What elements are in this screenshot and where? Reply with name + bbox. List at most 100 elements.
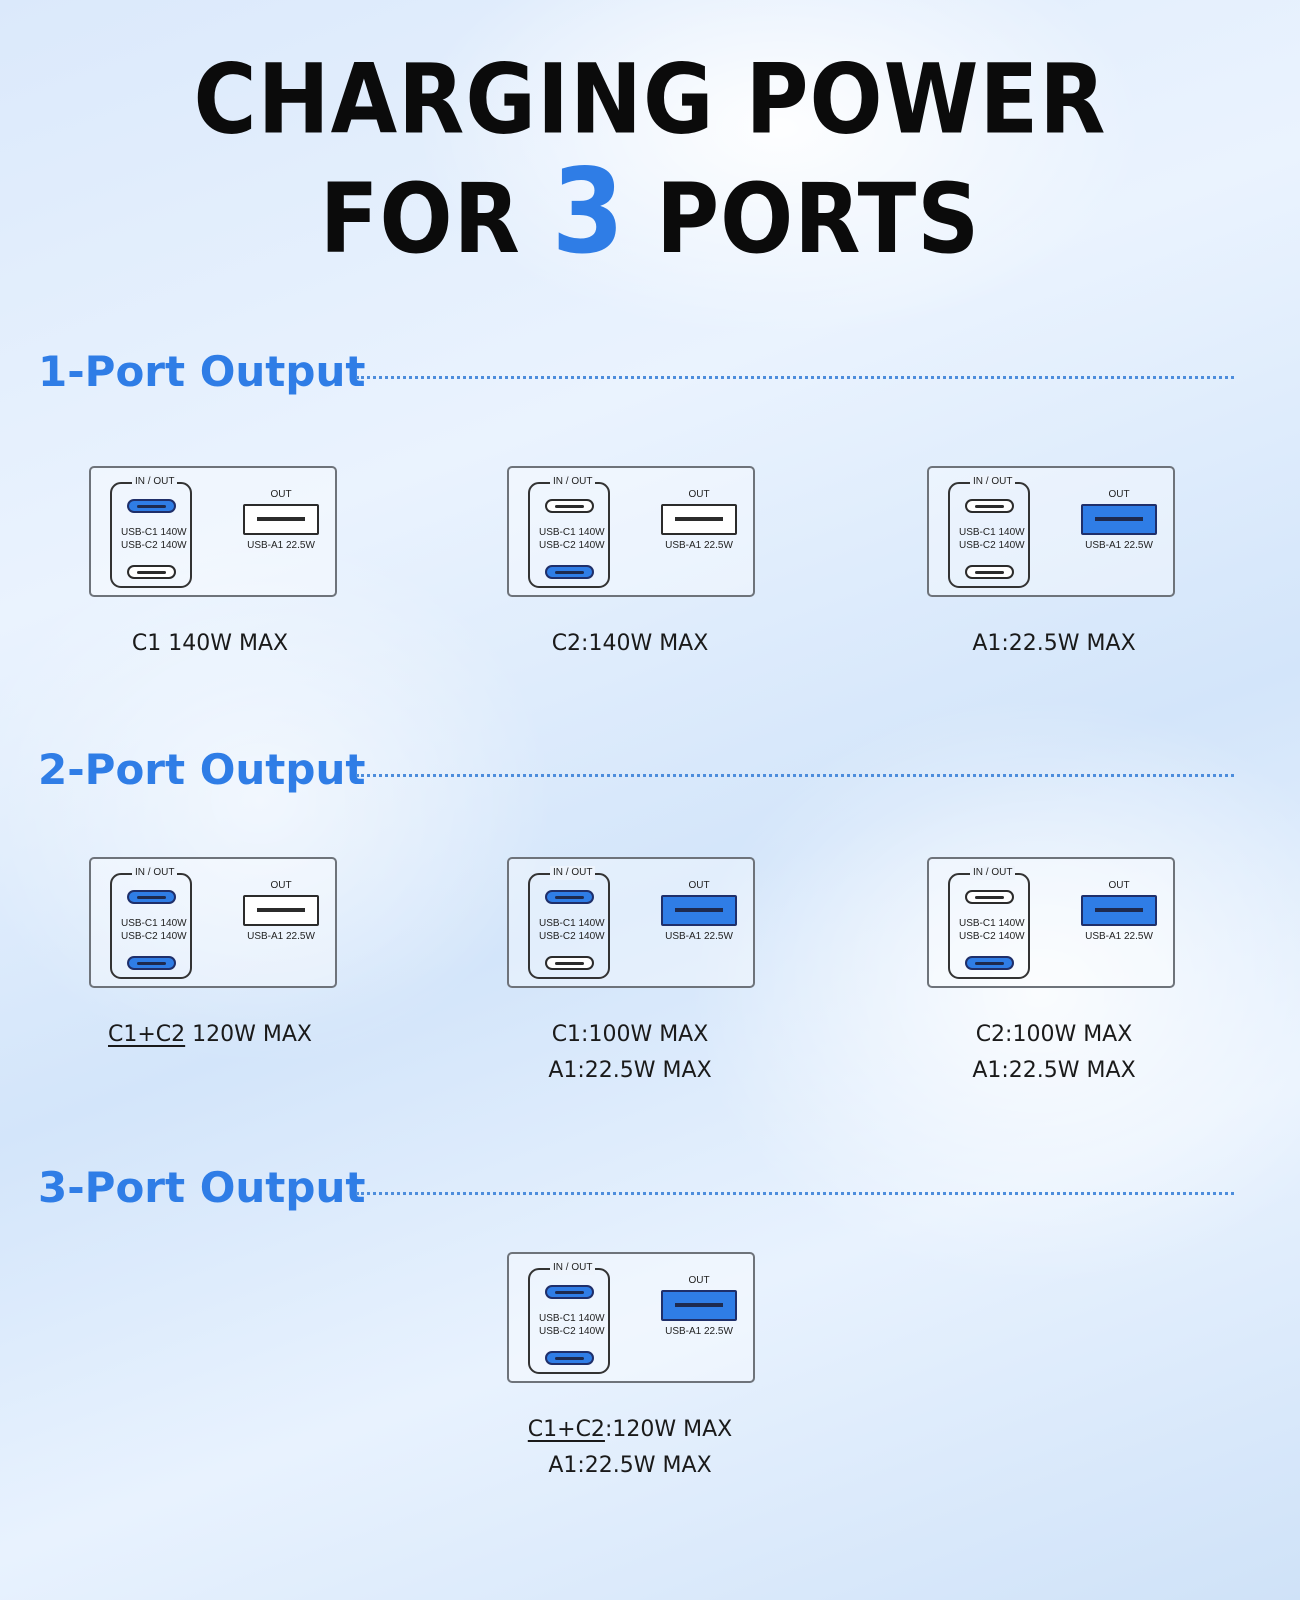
- usb-c-port-group: IN / OUT USB-C1 140W USB-C2 140W: [528, 475, 610, 588]
- caption-rest: C2:140W MAX: [551, 631, 709, 656]
- usb-c-port-group: IN / OUT USB-C1 140W USB-C2 140W: [110, 475, 192, 588]
- usb-a1-label: USB-A1 22.5W: [665, 540, 733, 551]
- usb-c-port-group: IN / OUT USB-C1 140W USB-C2 140W: [948, 866, 1030, 979]
- caption-line-1: A1:22.5W MAX: [894, 626, 1214, 662]
- usb-c-labels: USB-C1 140W USB-C2 140W: [959, 917, 1025, 943]
- usb-a1-label: USB-A1 22.5W: [665, 931, 733, 942]
- usb-c1-port-icon: [545, 499, 594, 513]
- usb-c-labels: USB-C1 140W USB-C2 140W: [121, 917, 187, 943]
- usb-c-labels: USB-C1 140W USB-C2 140W: [959, 526, 1025, 552]
- usb-c2-port-icon: [545, 956, 594, 970]
- usb-a1-port-icon: [243, 504, 319, 535]
- power-caption: C1 140W MAX: [50, 626, 370, 662]
- port-diagram-card-3-1: IN / OUT USB-C1 140W USB-C2 140W OUT USB…: [507, 1252, 755, 1383]
- usb-c2-label: USB-C2 140W: [539, 540, 605, 551]
- port-diagram-card-2-3: IN / OUT USB-C1 140W USB-C2 140W OUT USB…: [927, 857, 1175, 988]
- dotted-divider: [356, 774, 1234, 777]
- usb-c-port-group: IN / OUT USB-C1 140W USB-C2 140W: [528, 866, 610, 979]
- section-title: 1-Port Output: [38, 347, 366, 396]
- in-out-label: IN / OUT: [550, 1261, 596, 1275]
- usb-c-port-group: IN / OUT USB-C1 140W USB-C2 140W: [110, 866, 192, 979]
- section-header-2-port: 2-Port Output: [38, 742, 1238, 802]
- usb-a1-port-icon: [661, 1290, 737, 1321]
- in-out-label: IN / OUT: [970, 475, 1016, 489]
- section-title: 3-Port Output: [38, 1163, 366, 1212]
- caption-rest: A1:22.5W MAX: [972, 631, 1136, 656]
- out-label: OUT: [1108, 489, 1130, 500]
- title-suffix: PORTS: [625, 163, 981, 276]
- usb-c1-label: USB-C1 140W: [539, 918, 605, 929]
- usb-a1-port-icon: [1081, 895, 1157, 926]
- usb-c-labels: USB-C1 140W USB-C2 140W: [539, 917, 605, 943]
- in-out-label: IN / OUT: [132, 866, 178, 880]
- usb-c1-port-icon: [545, 1285, 594, 1299]
- usb-c2-port-icon: [127, 565, 176, 579]
- usb-c1-label: USB-C1 140W: [959, 527, 1025, 538]
- power-caption: C1+C2 120W MAX: [50, 1017, 370, 1053]
- caption-line-2: A1:22.5W MAX: [548, 1058, 712, 1083]
- out-label: OUT: [1108, 880, 1130, 891]
- usb-c1-label: USB-C1 140W: [121, 527, 187, 538]
- caption-line-2: A1:22.5W MAX: [548, 1453, 712, 1478]
- usb-c2-label: USB-C2 140W: [959, 931, 1025, 942]
- out-label: OUT: [688, 1275, 710, 1286]
- caption-line-1: C1+C2 120W MAX: [50, 1017, 370, 1053]
- power-caption: C2:100W MAX A1:22.5W MAX: [894, 1017, 1214, 1089]
- usb-c1-label: USB-C1 140W: [121, 918, 187, 929]
- caption-line-1: C1 140W MAX: [50, 626, 370, 662]
- caption-line-2: A1:22.5W MAX: [972, 1058, 1136, 1083]
- usb-a1-port-icon: [1081, 504, 1157, 535]
- port-diagram-card-2-1: IN / OUT USB-C1 140W USB-C2 140W OUT USB…: [89, 857, 337, 988]
- usb-c-port-group: IN / OUT USB-C1 140W USB-C2 140W: [528, 1261, 610, 1374]
- usb-a1-port-icon: [243, 895, 319, 926]
- port-diagram-card-2-2: IN / OUT USB-C1 140W USB-C2 140W OUT USB…: [507, 857, 755, 988]
- usb-a1-label: USB-A1 22.5W: [1085, 540, 1153, 551]
- power-caption: A1:22.5W MAX: [894, 626, 1214, 662]
- out-label: OUT: [688, 489, 710, 500]
- in-out-label: IN / OUT: [132, 475, 178, 489]
- dotted-divider: [356, 376, 1234, 379]
- usb-c1-port-icon: [127, 890, 176, 904]
- usb-a1-label: USB-A1 22.5W: [665, 1326, 733, 1337]
- usb-c2-label: USB-C2 140W: [121, 540, 187, 551]
- usb-c2-label: USB-C2 140W: [539, 931, 605, 942]
- usb-a1-port-icon: [661, 895, 737, 926]
- power-caption: C2:140W MAX: [470, 626, 790, 662]
- page-title-line-2: FOR 3 PORTS: [0, 153, 1300, 276]
- usb-a1-port-icon: [661, 504, 737, 535]
- power-caption: C1:100W MAX A1:22.5W MAX: [470, 1017, 790, 1089]
- usb-c2-port-icon: [127, 956, 176, 970]
- usb-c2-label: USB-C2 140W: [121, 931, 187, 942]
- usb-c1-label: USB-C1 140W: [539, 1313, 605, 1324]
- port-diagram-card-1-2: IN / OUT USB-C1 140W USB-C2 140W OUT USB…: [507, 466, 755, 597]
- out-label: OUT: [270, 880, 292, 891]
- section-header-3-port: 3-Port Output: [38, 1160, 1238, 1220]
- port-diagram-card-1-1: IN / OUT USB-C1 140W USB-C2 140W OUT USB…: [89, 466, 337, 597]
- power-caption: C1+C2:120W MAX A1:22.5W MAX: [470, 1412, 790, 1484]
- in-out-label: IN / OUT: [550, 866, 596, 880]
- usb-c2-port-icon: [545, 565, 594, 579]
- usb-c1-port-icon: [127, 499, 176, 513]
- in-out-label: IN / OUT: [550, 475, 596, 489]
- usb-c2-port-icon: [545, 1351, 594, 1365]
- usb-c2-label: USB-C2 140W: [539, 1326, 605, 1337]
- section-title: 2-Port Output: [38, 745, 366, 794]
- caption-combo: C1+C2: [108, 1022, 186, 1047]
- caption-rest: 120W MAX: [185, 1022, 312, 1047]
- caption-line-1: C2:100W MAX: [894, 1017, 1214, 1053]
- usb-c2-port-icon: [965, 956, 1014, 970]
- usb-c1-port-icon: [545, 890, 594, 904]
- usb-c2-port-icon: [965, 565, 1014, 579]
- title-prefix: FOR: [319, 163, 552, 276]
- dotted-divider: [356, 1192, 1234, 1195]
- title-port-count: 3: [551, 143, 626, 280]
- caption-rest: C2:100W MAX: [975, 1022, 1133, 1047]
- out-label: OUT: [270, 489, 292, 500]
- usb-c1-port-icon: [965, 499, 1014, 513]
- usb-c-port-group: IN / OUT USB-C1 140W USB-C2 140W: [948, 475, 1030, 588]
- usb-c1-label: USB-C1 140W: [539, 527, 605, 538]
- caption-line-1: C2:140W MAX: [470, 626, 790, 662]
- usb-a1-label: USB-A1 22.5W: [1085, 931, 1153, 942]
- caption-combo: C1+C2: [527, 1417, 605, 1442]
- usb-a1-label: USB-A1 22.5W: [247, 540, 315, 551]
